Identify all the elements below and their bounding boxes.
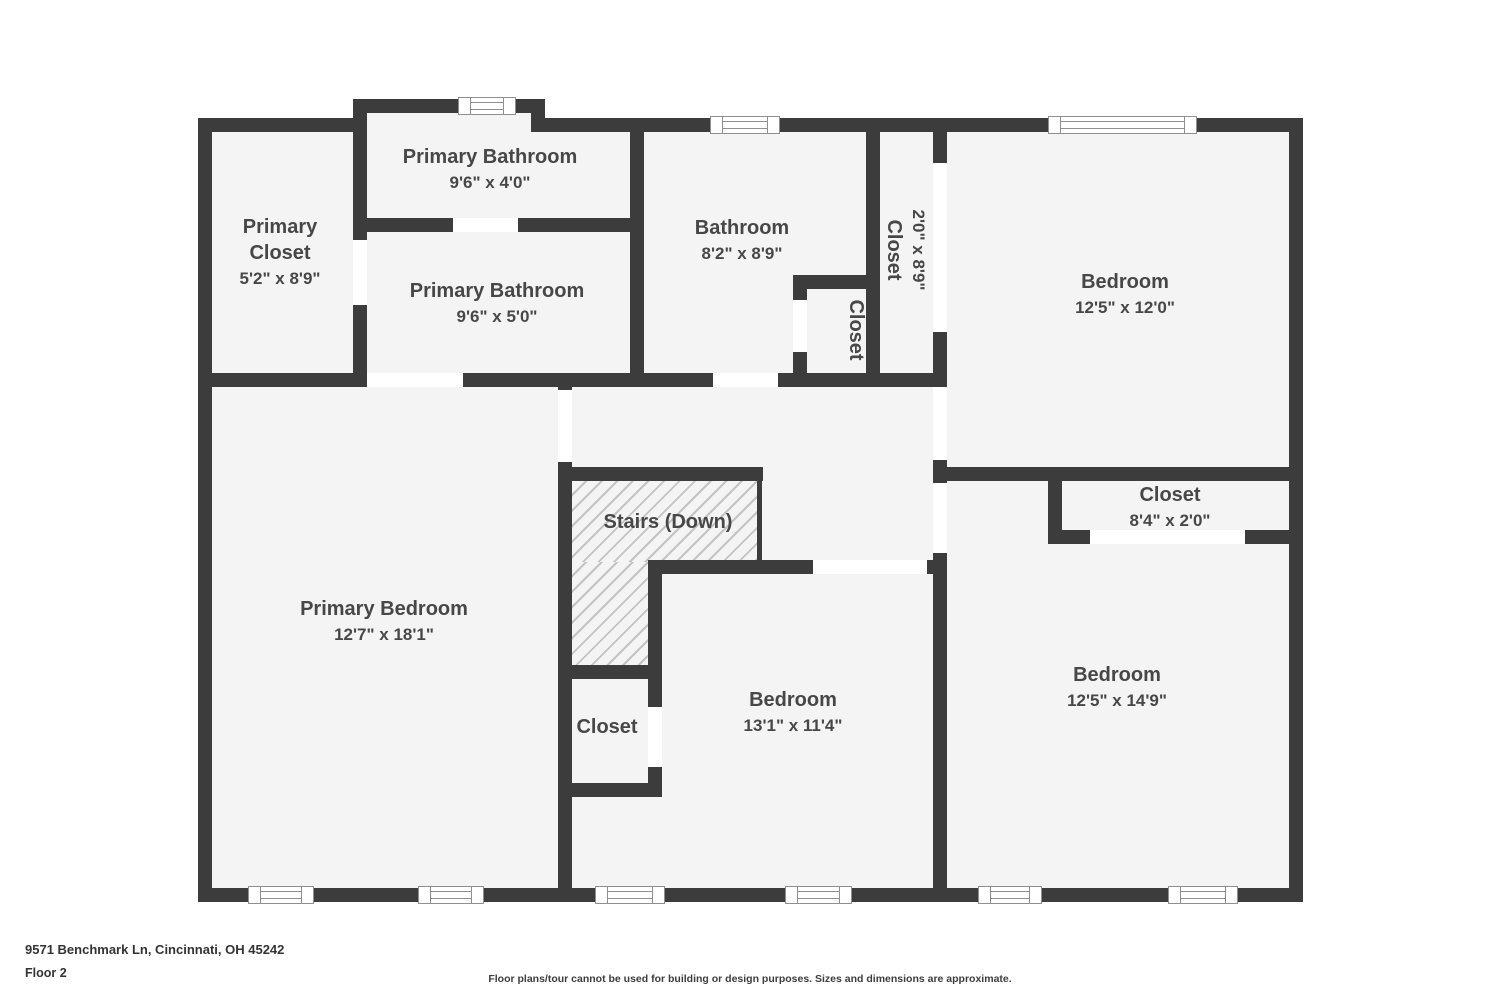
door-bedroom-southeast: [933, 483, 947, 553]
window-bathroom: [710, 116, 780, 134]
label-closet-southeast: Closet 8'4" x 2'0": [1129, 484, 1211, 530]
label-bedroom-south: Bedroom 13'1" x 11'4": [743, 689, 843, 735]
label-bathroom-closet: Closet: [845, 299, 867, 361]
label-bedroom-southeast: Bedroom 12'5" x 14'9": [1067, 664, 1167, 710]
label-bedroom-northeast: Bedroom 12'5" x 12'0": [1075, 271, 1175, 317]
wall-stairs-top: [558, 467, 763, 481]
opening-hall-closet: [933, 163, 947, 332]
wall-left-outer: [198, 118, 212, 902]
door-primary-bedroom: [558, 390, 572, 462]
wall-closet-se-left: [1048, 481, 1062, 544]
label-stairs: Stairs (Down): [603, 511, 733, 533]
door-bathroom: [713, 373, 778, 387]
window-primary-bedroom-1: [248, 886, 314, 904]
wall-hall-closet-left: [866, 132, 880, 387]
door-stairs-closet: [648, 707, 662, 767]
label-primary-bedroom: Primary Bedroom 12'7" x 18'1": [300, 598, 468, 644]
window-bedroom-south-2: [785, 886, 852, 904]
wall-bathroom-closet-top: [793, 275, 880, 289]
wall-bathroom-left: [630, 132, 644, 387]
wall-primary-closet-bottom: [198, 373, 367, 387]
footer-disclaimer: Floor plans/tour cannot be used for buil…: [488, 973, 1012, 985]
door-bedroom-northeast: [933, 387, 947, 460]
label-primary-closet: Primary Closet 5'2" x 8'9": [239, 216, 321, 288]
window-bedroom-southeast-1: [978, 886, 1042, 904]
window-bedroom-south-1: [595, 886, 665, 904]
wall-top-left: [198, 118, 367, 132]
stairs-hatch-upper: [572, 481, 762, 562]
wall-stairs-bottom: [558, 665, 662, 679]
wall-stairs-closet-bottom: [558, 783, 662, 797]
wall-east-rooms-divider: [933, 467, 1303, 481]
wall-primary-bedroom-right: [558, 373, 572, 902]
footer-address: 9571 Benchmark Ln, Cincinnati, OH 45242: [25, 942, 285, 957]
stairs-hatch-lower: [572, 562, 648, 665]
window-primary-bedroom-2: [418, 886, 484, 904]
label-primary-bathroom-lower: Primary Bathroom 9'6" x 5'0": [409, 280, 585, 326]
wall-bump-top: [353, 99, 545, 113]
label-primary-bathroom-upper: Primary Bathroom 9'6" x 4'0": [402, 146, 578, 192]
wall-bump-right: [531, 99, 545, 132]
door-primary-bathroom-upper: [453, 218, 518, 232]
window-primary-bathroom: [458, 97, 516, 115]
window-bedroom-northeast: [1048, 116, 1197, 134]
window-bedroom-southeast-2: [1168, 886, 1238, 904]
label-bathroom: Bathroom 8'2" x 8'9": [694, 217, 790, 263]
label-stairs-closet: Closet: [576, 716, 638, 738]
wall-bottom: [198, 888, 1303, 902]
opening-closet-southeast: [1090, 530, 1245, 544]
wall-right-outer: [1289, 118, 1303, 902]
label-hall-closet: 2'0" x 8'9" Closet: [883, 209, 928, 291]
wall-bath-hall-divider: [463, 373, 933, 387]
footer-floor-label: Floor 2: [25, 966, 67, 980]
door-primary-bathroom-lower: [367, 373, 463, 387]
door-bathroom-closet: [793, 300, 807, 352]
opening-bedroom-south: [813, 560, 927, 574]
door-primary-closet: [353, 240, 367, 305]
